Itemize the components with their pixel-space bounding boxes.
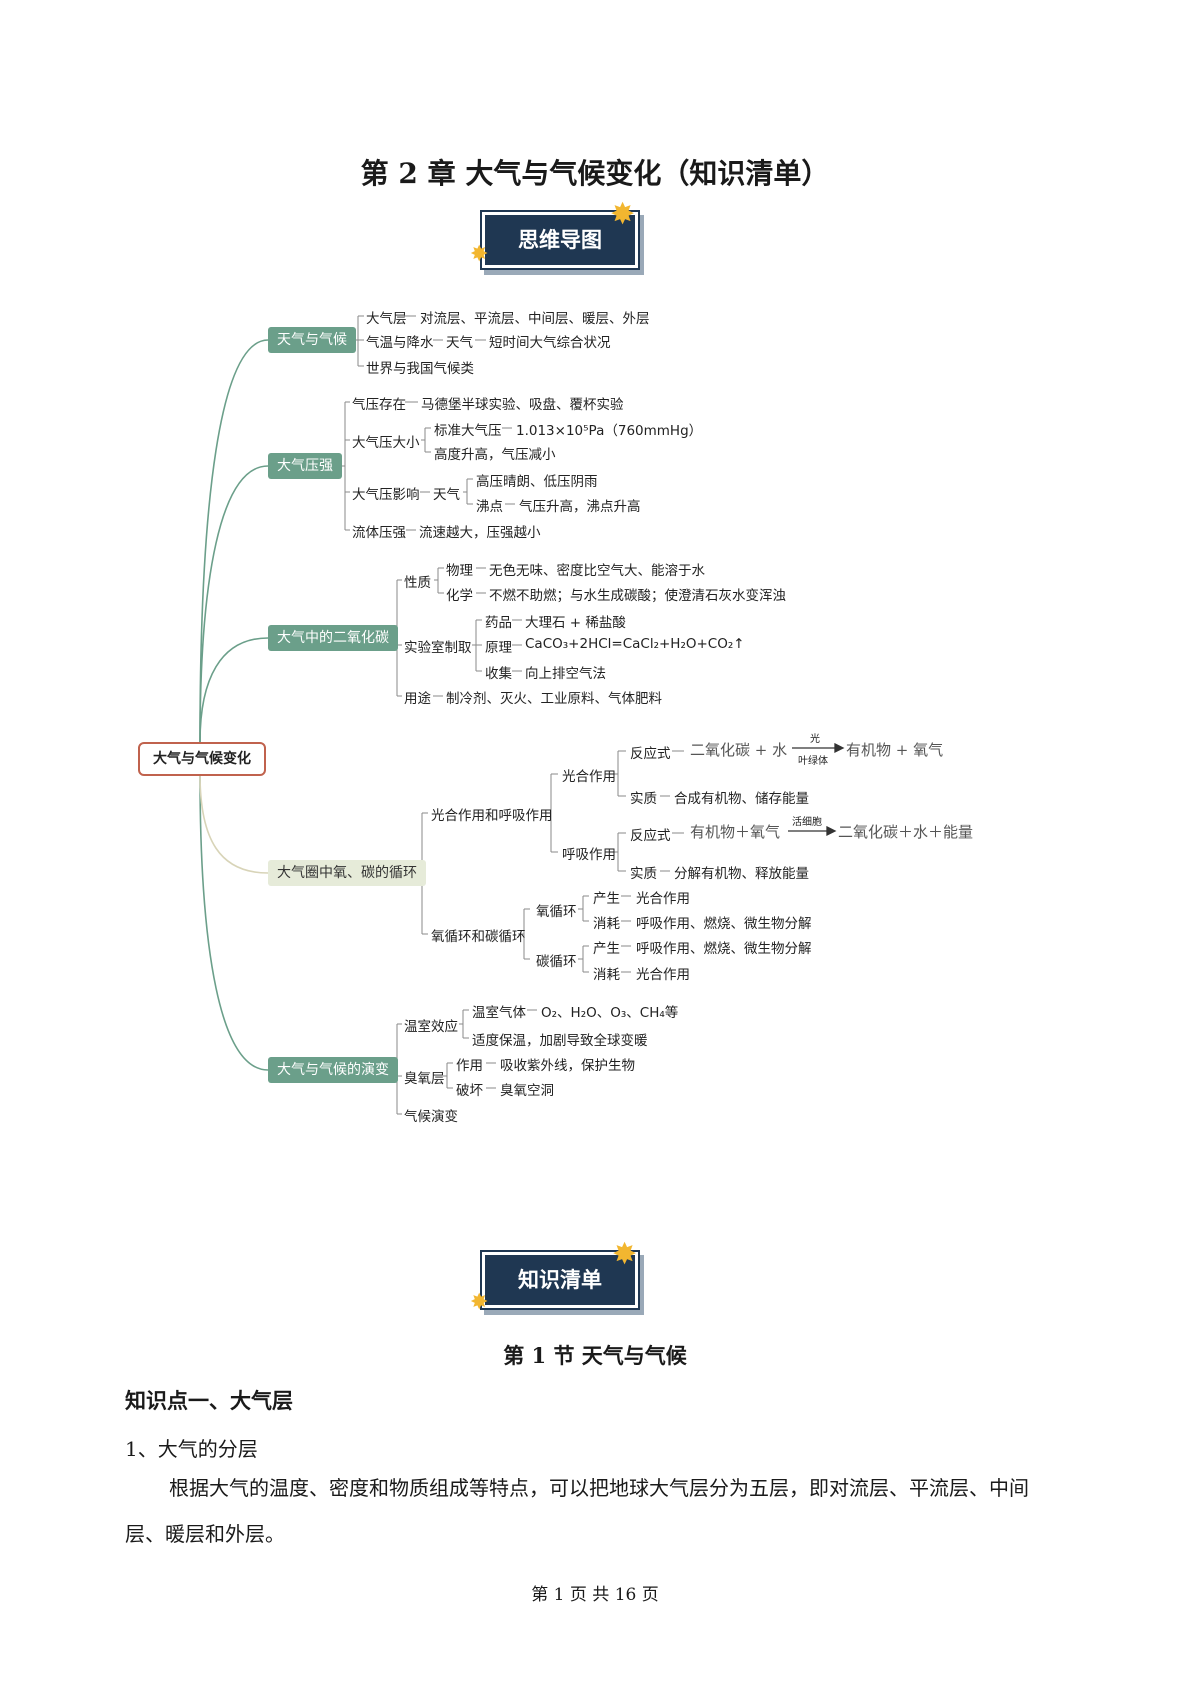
high-low-pressure: 高压晴朗、低压阴雨 — [476, 474, 598, 490]
boiling-point: 沸点 — [476, 499, 503, 515]
chemical-label: 化学 — [446, 588, 473, 604]
physical-label: 物理 — [446, 563, 473, 579]
atmosphere-layers: 大气层 — [366, 311, 407, 327]
pressure-size: 大气压大小 — [352, 435, 420, 451]
reagents-label: 药品 — [485, 615, 512, 631]
chemical-props: 不燃不助燃；与水生成碳酸；使澄清石灰水变浑浊 — [489, 588, 786, 604]
lab-preparation: 实验室制取 — [404, 640, 472, 656]
body-paragraph: 根据大气的温度、密度和物质组成等特点，可以把地球大气层分为五层，即对流层、平流层… — [125, 1476, 1029, 1546]
photo-condition-light: 光 — [810, 734, 820, 745]
pressure-exists: 气压存在 — [352, 397, 406, 413]
branch-pressure: 大气压强 — [268, 453, 342, 479]
branch-o2-c-cycle: 大气圈中氧、碳的循环 — [268, 860, 426, 886]
principle-label: 原理 — [485, 640, 512, 656]
oxygen-cycle: 氧循环 — [536, 904, 577, 920]
temp-precip: 气温与降水 — [366, 335, 434, 351]
climate-evolution: 气候演变 — [404, 1109, 458, 1125]
carbon-cycle: 碳循环 — [536, 954, 577, 970]
carbon-consume: 光合作用 — [636, 967, 690, 983]
photo-equation-right: 有机物 + 氧气 — [846, 741, 944, 759]
ozone-function-label: 作用 — [456, 1058, 483, 1074]
branch-co2: 大气中的二氧化碳 — [268, 625, 398, 651]
ozone-damage-label: 破坏 — [456, 1083, 483, 1099]
co2-properties: 性质 — [404, 575, 431, 591]
subsection-title: 1、大气的分层 — [125, 1437, 258, 1461]
reagents: 大理石 + 稀盐酸 — [525, 615, 626, 631]
resp-condition: 活细胞 — [792, 817, 822, 828]
mind-map: 大气与气候变化 天气与气候 大气层 对流层、平流层、中间层、暖层、外层 气温与降… — [0, 300, 1190, 1230]
star-icon: ✸ — [610, 197, 636, 232]
pressure-experiments: 马德堡半球实验、吸盘、覆杯实验 — [421, 397, 624, 413]
physical-props: 无色无味、密度比空气大、能溶于水 — [489, 563, 705, 579]
star-icon: ✸ — [612, 1237, 638, 1272]
pressure-effect: 大气压影响 — [352, 487, 420, 503]
pressure-weather: 天气 — [433, 487, 460, 503]
oxygen-carbon-cycles: 氧循环和碳循环 — [431, 929, 526, 945]
layers-list: 对流层、平流层、中间层、暖层、外层 — [420, 311, 650, 327]
branch-weather-climate: 天气与气候 — [268, 327, 356, 353]
carbon-consume-label: 消耗 — [593, 967, 620, 983]
page-footer: 第 1 页 共 16 页 — [531, 1585, 659, 1605]
ozone-function: 吸收紫外线，保护生物 — [500, 1058, 635, 1074]
fluid-rule: 流速越大，压强越小 — [419, 525, 541, 541]
greenhouse-effect: 温室效应 — [404, 1019, 458, 1035]
boiling-point-rule: 气压升高，沸点升高 — [519, 499, 641, 515]
carbon-produce: 呼吸作用、燃烧、微生物分解 — [636, 941, 812, 957]
resp-essence-label: 实质 — [630, 866, 657, 882]
fluid-pressure: 流体压强 — [352, 525, 406, 541]
carbon-produce-label: 产生 — [593, 941, 620, 957]
oxygen-consume: 呼吸作用、燃烧、微生物分解 — [636, 916, 812, 932]
uses-label: 用途 — [404, 691, 431, 707]
oxygen-consume-label: 消耗 — [593, 916, 620, 932]
collection-method: 向上排空气法 — [525, 666, 606, 682]
ozone-layer: 臭氧层 — [404, 1071, 445, 1087]
collection-label: 收集 — [485, 666, 512, 682]
ozone-damage: 臭氧空洞 — [500, 1083, 554, 1099]
photo-equation-left: 二氧化碳 + 水 — [690, 741, 788, 759]
photosynthesis: 光合作用 — [562, 769, 616, 785]
standard-pressure: 标准大气压 — [434, 423, 502, 439]
mindmap-root: 大气与气候变化 — [138, 742, 266, 776]
climate-types: 世界与我国气候类 — [366, 361, 474, 377]
standard-pressure-value: 1.013×10⁵Pa（760mmHg） — [516, 423, 703, 439]
weather: 天气 — [446, 335, 473, 351]
resp-equation-right: 二氧化碳＋水＋能量 — [838, 823, 974, 841]
photo-essence: 合成有机物、储存能量 — [674, 791, 809, 807]
greenhouse-gases: O₂、H₂O、O₃、CH₄等 — [541, 1005, 679, 1021]
knowledge-list-banner: 知识清单 — [482, 1252, 638, 1308]
resp-essence: 分解有机物、释放能量 — [674, 866, 809, 882]
mindmap-banner: 思维导图 — [482, 212, 638, 268]
oxygen-produce-label: 产生 — [593, 891, 620, 907]
photo-resp: 光合作用和呼吸作用 — [431, 808, 553, 824]
photo-equation-label: 反应式 — [630, 746, 671, 762]
star-icon: ✸ — [470, 1290, 489, 1315]
respiration: 呼吸作用 — [562, 847, 616, 863]
oxygen-produce: 光合作用 — [636, 891, 690, 907]
altitude-pressure: 高度升高，气压减小 — [434, 447, 556, 463]
greenhouse-impact: 适度保温，加剧导致全球变暖 — [472, 1033, 648, 1049]
reaction-equation: CaCO₃+2HCl=CaCl₂+H₂O+CO₂↑ — [525, 636, 745, 652]
weather-def: 短时间大气综合状况 — [489, 335, 611, 351]
branch-climate-evolution: 大气与气候的演变 — [268, 1057, 398, 1083]
section-title: 第 1 节 天气与气候 — [503, 1343, 687, 1368]
photo-condition-chloroplast: 叶绿体 — [798, 756, 828, 767]
resp-equation-label: 反应式 — [630, 828, 671, 844]
star-icon: ✸ — [470, 242, 489, 267]
knowledge-point-title: 知识点一、大气层 — [125, 1389, 293, 1413]
greenhouse-gas-label: 温室气体 — [472, 1005, 526, 1021]
photo-essence-label: 实质 — [630, 791, 657, 807]
co2-uses: 制冷剂、灭火、工业原料、气体肥料 — [446, 691, 662, 707]
resp-equation-left: 有机物＋氧气 — [690, 823, 781, 841]
page-title: 第 2 章 大气与气候变化（知识清单） — [360, 157, 830, 190]
